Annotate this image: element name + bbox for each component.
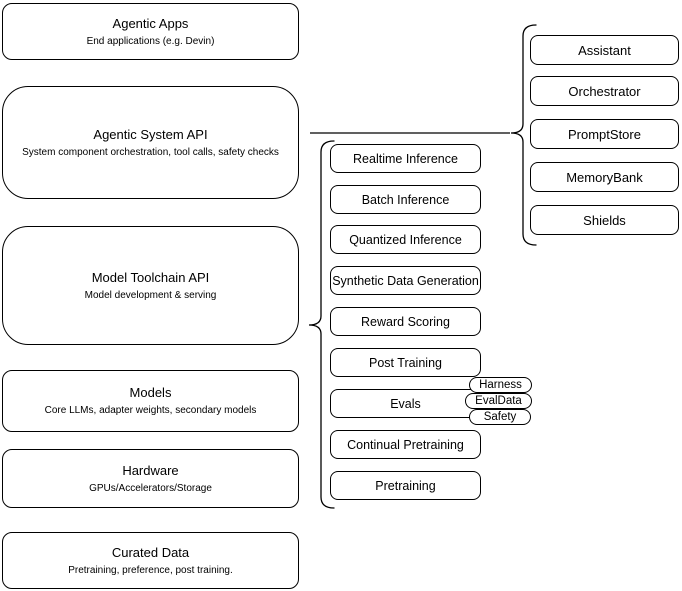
node-subtitle: System component orchestration, tool cal… — [22, 146, 279, 158]
node-realtime-inference: Realtime Inference — [330, 144, 481, 173]
tag-label: Harness — [479, 379, 522, 391]
node-subtitle: Model development & serving — [84, 289, 217, 301]
tag-label: Safety — [483, 411, 517, 423]
node-title: Agentic System API — [93, 126, 208, 142]
node-label: Shields — [583, 212, 626, 228]
tag-evaldata: EvalData — [465, 393, 532, 409]
node-label: Assistant — [578, 42, 631, 58]
node-title: Model Toolchain API — [91, 269, 210, 285]
node-pretraining: Pretraining — [330, 471, 481, 500]
node-label: Reward Scoring — [361, 314, 450, 329]
node-synthetic-data-generation: Synthetic Data Generation — [330, 266, 481, 295]
node-model-toolchain-api: Model Toolchain API Model development & … — [2, 226, 299, 345]
node-subtitle: Core LLMs, adapter weights, secondary mo… — [44, 405, 257, 416]
node-label: Post Training — [369, 355, 442, 370]
node-assistant: Assistant — [530, 35, 679, 65]
node-label: Continual Pretraining — [347, 437, 464, 452]
node-label: Synthetic Data Generation — [332, 273, 479, 288]
node-curated-data: Curated Data Pretraining, preference, po… — [2, 532, 299, 589]
node-shields: Shields — [530, 205, 679, 235]
node-agentic-system-api: Agentic System API System component orch… — [2, 86, 299, 199]
node-quantized-inference: Quantized Inference — [330, 225, 481, 254]
node-title: Models — [129, 385, 172, 400]
tag-label: EvalData — [475, 395, 522, 407]
node-post-training: Post Training — [330, 348, 481, 377]
node-batch-inference: Batch Inference — [330, 185, 481, 214]
node-evals: Evals — [330, 389, 481, 418]
node-subtitle: End applications (e.g. Devin) — [86, 35, 215, 47]
node-title: Curated Data — [111, 544, 190, 560]
node-continual-pretraining: Continual Pretraining — [330, 430, 481, 459]
node-title: Hardware — [122, 462, 179, 478]
node-agentic-apps: Agentic Apps End applications (e.g. Devi… — [2, 3, 299, 60]
node-label: Realtime Inference — [353, 151, 458, 166]
node-subtitle: GPUs/Accelerators/Storage — [89, 482, 212, 494]
node-memorybank: MemoryBank — [530, 162, 679, 192]
node-label: Quantized Inference — [349, 232, 462, 247]
node-label: Batch Inference — [361, 192, 450, 207]
node-label: Evals — [390, 396, 421, 411]
node-models: Models Core LLMs, adapter weights, secon… — [2, 370, 299, 432]
node-label: Pretraining — [375, 478, 436, 493]
node-subtitle: Pretraining, preference, post training. — [68, 564, 233, 576]
node-promptstore: PromptStore — [530, 119, 679, 149]
node-label: Orchestrator — [568, 83, 641, 99]
node-hardware: Hardware GPUs/Accelerators/Storage — [2, 449, 299, 508]
node-title: Agentic Apps — [112, 15, 189, 31]
node-reward-scoring: Reward Scoring — [330, 307, 481, 336]
tag-harness: Harness — [469, 377, 532, 393]
node-label: PromptStore — [568, 126, 641, 142]
tag-safety: Safety — [469, 409, 531, 425]
node-label: MemoryBank — [566, 169, 643, 185]
node-orchestrator: Orchestrator — [530, 76, 679, 106]
